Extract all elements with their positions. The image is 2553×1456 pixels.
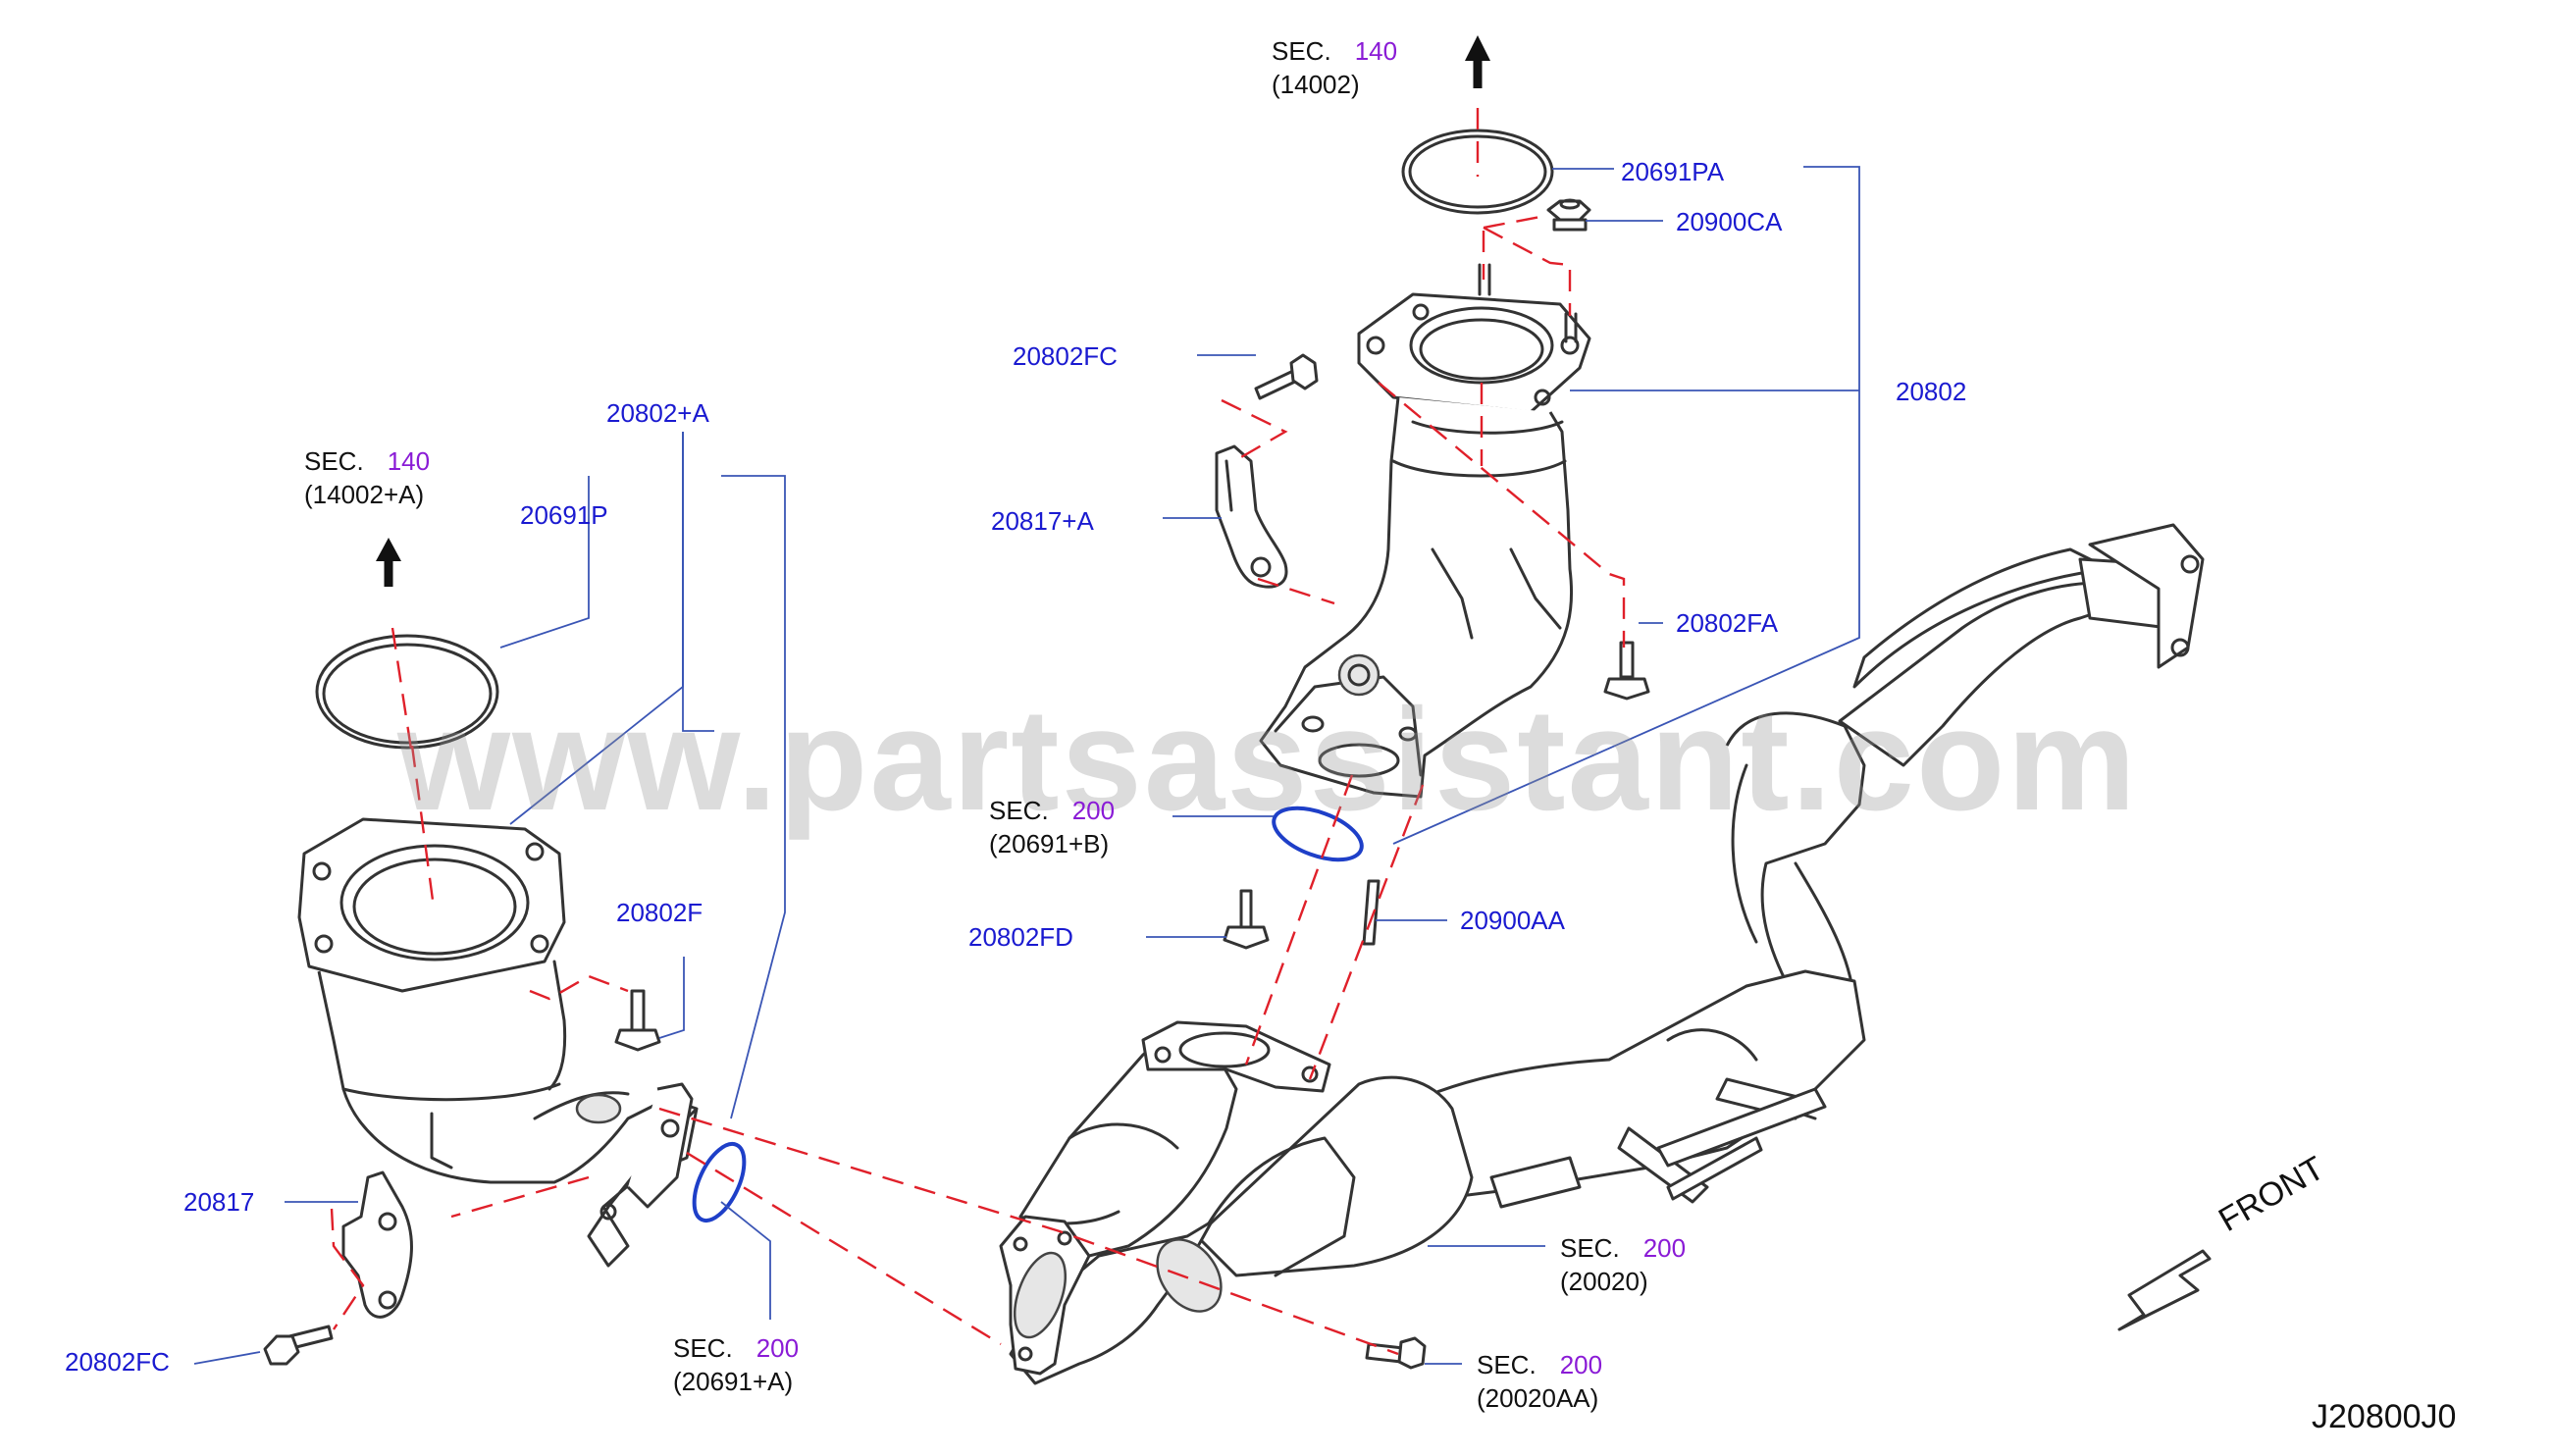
- label-20802F[interactable]: 20802F: [616, 898, 703, 927]
- label-20817[interactable]: 20817: [183, 1187, 255, 1217]
- leader-lines: [193, 166, 1860, 1365]
- sec-ref-top-code: (14002): [1272, 69, 1360, 99]
- label-20802FA[interactable]: 20802FA: [1676, 608, 1779, 638]
- sec-ref-top-sec: SEC.: [1272, 36, 1331, 66]
- sec-ref-mid-b[interactable]: SEC. 200 (20691+B): [989, 795, 1115, 861]
- sec-ref-pipe-num: 200: [1642, 1233, 1687, 1263]
- bolt-20802FD: [1223, 889, 1270, 950]
- diagram-code: J20800J0: [2312, 1398, 2457, 1435]
- sec-ref-top[interactable]: SEC. 140 (14002): [1272, 35, 1397, 102]
- sec-ref-mid-b-code: (20691+B): [989, 828, 1110, 858]
- sec-ref-pipe-aa-num: 200: [1559, 1350, 1603, 1379]
- sec-ref-top-num: 140: [1354, 36, 1398, 66]
- up-arrow-icon-left: [376, 538, 401, 587]
- alignment-lines: [330, 108, 1626, 1356]
- label-20802FC-top[interactable]: 20802FC: [1013, 341, 1118, 371]
- catalytic-converter-20802A: [297, 817, 699, 1268]
- sec-ref-left-num: 140: [387, 446, 431, 476]
- label-20802[interactable]: 20802: [1896, 377, 1967, 406]
- label-20802A[interactable]: 20802+A: [606, 398, 709, 428]
- oring-20691B: [1272, 806, 1364, 862]
- sec-ref-pipe[interactable]: SEC. 200 (20020): [1560, 1232, 1686, 1299]
- oring-20691A: [692, 1142, 747, 1222]
- label-20691PA[interactable]: 20691PA: [1621, 157, 1725, 186]
- label-20817A[interactable]: 20817+A: [991, 506, 1094, 536]
- label-20900CA[interactable]: 20900CA: [1676, 207, 1783, 236]
- sec-ref-mid-b-sec: SEC.: [989, 796, 1049, 825]
- label-20802FD[interactable]: 20802FD: [968, 922, 1073, 952]
- sec-ref-pipe-aa[interactable]: SEC. 200 (20020AA): [1477, 1349, 1602, 1416]
- label-20691P[interactable]: 20691P: [520, 500, 608, 530]
- sec-ref-left[interactable]: SEC. 140 (14002+A): [304, 445, 430, 512]
- label-20900AA[interactable]: 20900AA: [1460, 906, 1565, 935]
- front-exhaust-pipe-20020: [999, 523, 2205, 1385]
- sec-ref-pipe-aa-sec: SEC.: [1477, 1350, 1537, 1379]
- up-arrow-icon-top: [1465, 35, 1490, 88]
- sec-ref-pipe-sec: SEC.: [1560, 1233, 1620, 1263]
- sec-ref-left-code: (14002+A): [304, 479, 425, 509]
- label-20802FC-bottom[interactable]: 20802FC: [65, 1347, 170, 1377]
- sec-ref-bottom-a-code: (20691+A): [673, 1366, 794, 1396]
- bolt-20802FC-bottom: [263, 1325, 334, 1366]
- sec-ref-pipe-code: (20020): [1560, 1266, 1648, 1296]
- nut-20900CA: [1546, 198, 1591, 232]
- sec-ref-bottom-a-num: 200: [755, 1333, 800, 1363]
- sec-ref-left-sec: SEC.: [304, 446, 364, 476]
- bolt-20020AA: [1365, 1336, 1427, 1370]
- gasket-20691PA: [1401, 129, 1554, 215]
- catalytic-converter-20802: [1259, 263, 1591, 799]
- stud-20900AA: [1362, 879, 1381, 946]
- sec-ref-pipe-aa-code: (20020AA): [1477, 1382, 1599, 1413]
- bracket-20817A: [1215, 444, 1288, 589]
- bracket-20817: [341, 1170, 413, 1319]
- bolt-20802FA: [1603, 641, 1650, 701]
- gasket-20691P: [315, 634, 499, 750]
- front-arrow-icon: [2117, 1249, 2212, 1331]
- bolt-20802FC-top: [1254, 353, 1319, 400]
- watermark: www.partsassistant.com: [397, 679, 2138, 841]
- sec-ref-bottom-a-sec: SEC.: [673, 1333, 733, 1363]
- bolt-20802F: [614, 989, 661, 1052]
- sec-ref-mid-b-num: 200: [1071, 796, 1116, 825]
- sec-ref-bottom-a[interactable]: SEC. 200 (20691+A): [673, 1332, 799, 1399]
